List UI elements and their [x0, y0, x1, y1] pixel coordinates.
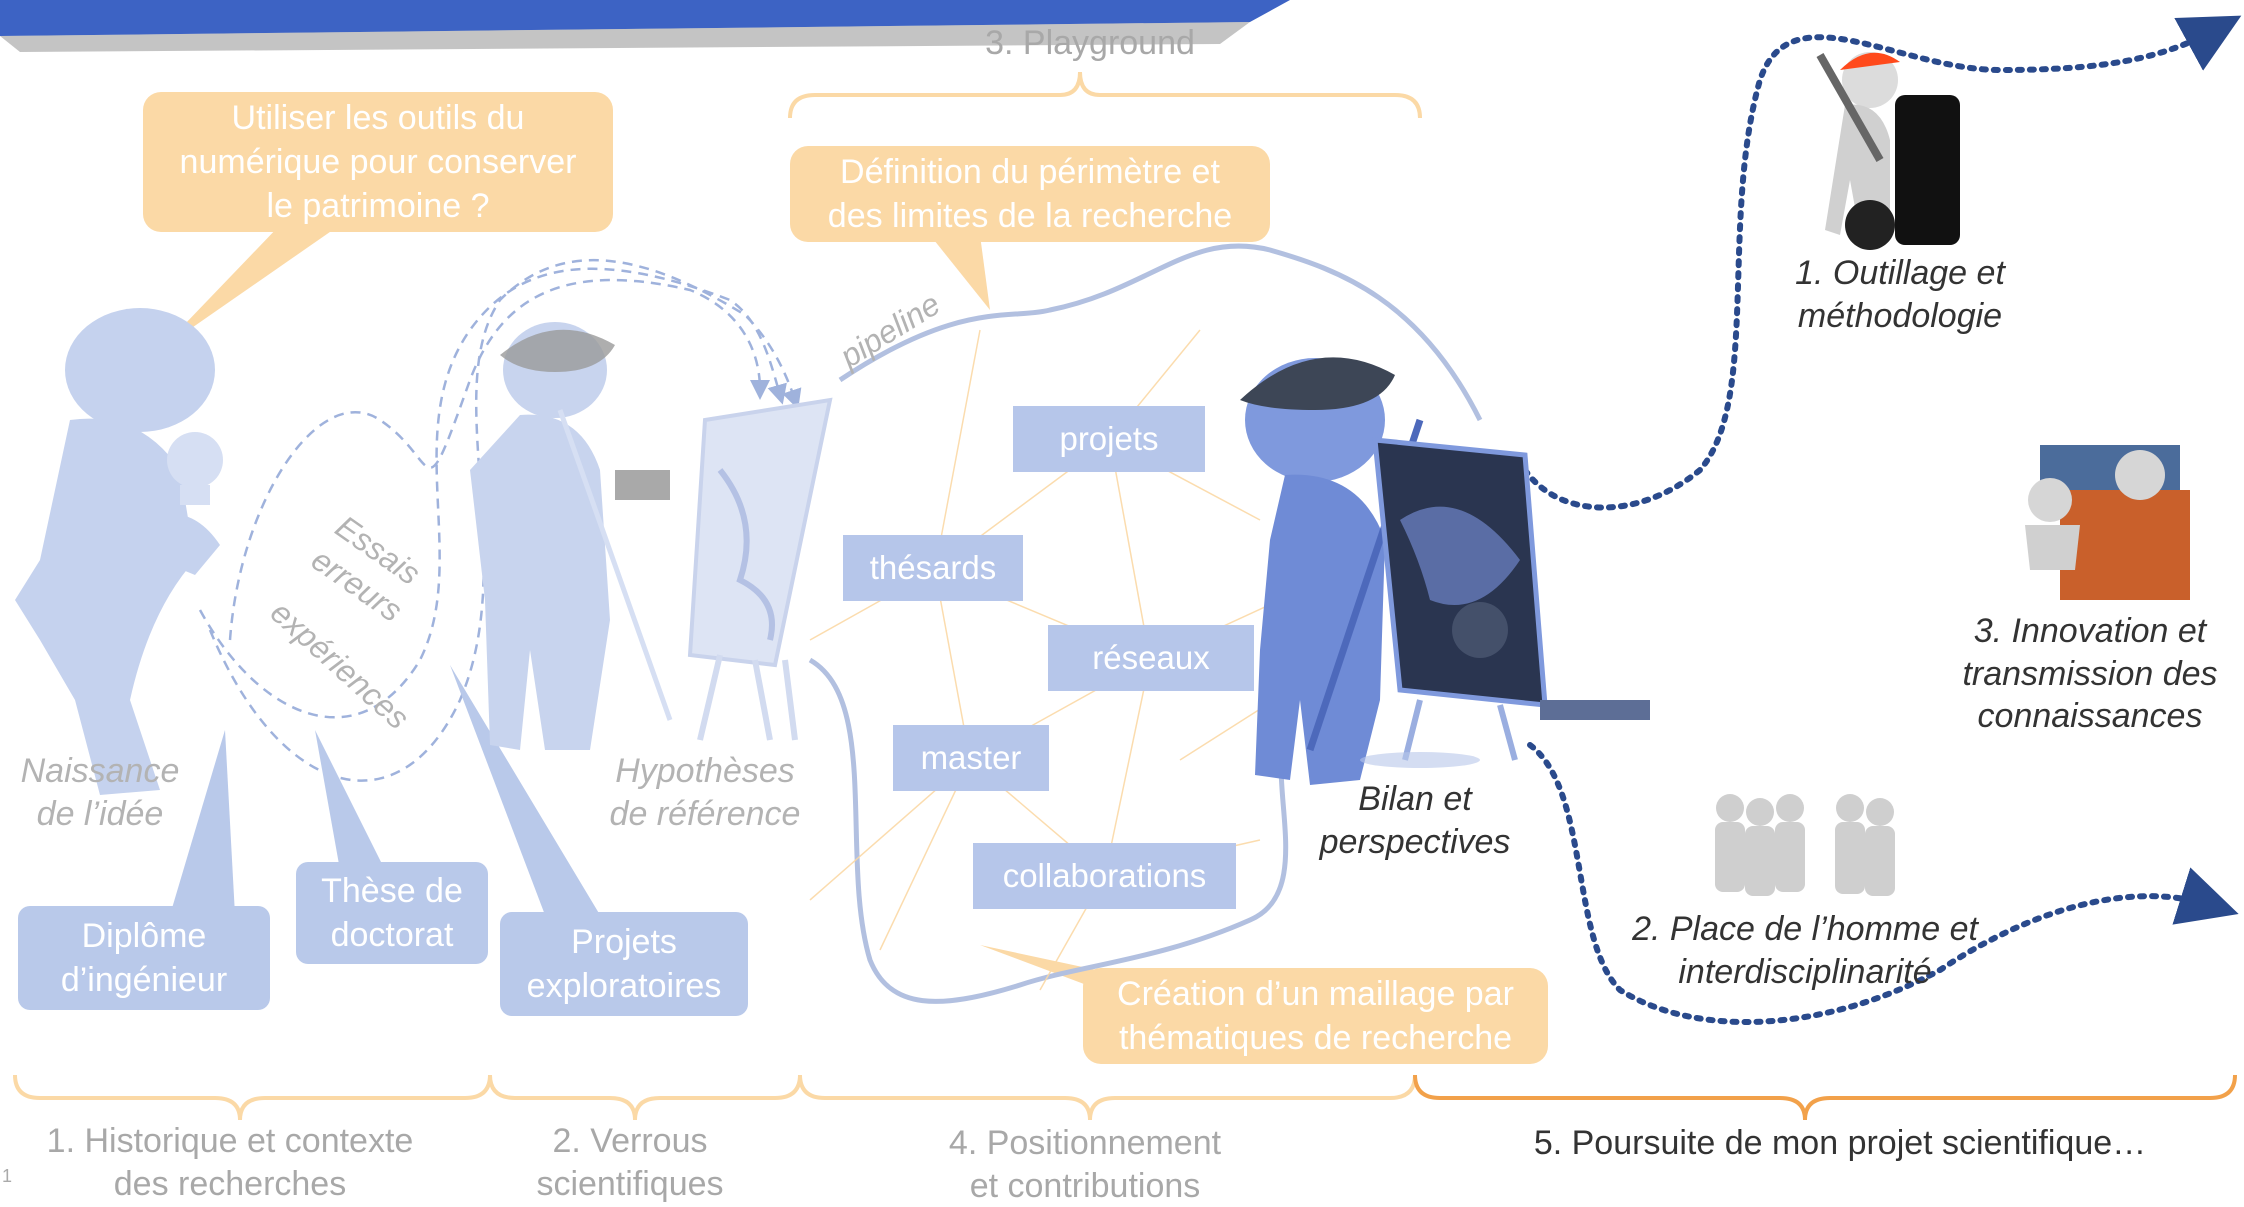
bubble-diplome: Diplôme d’ingénieur	[18, 906, 270, 1010]
figure-innovation-scene	[2025, 445, 2190, 600]
bubble-creation: Création d’un maillage par thématiques d…	[1083, 968, 1548, 1064]
figure-tools-person	[1816, 52, 1960, 250]
label-bilan: Bilan et perspectives	[1319, 780, 1511, 861]
node-thesards: thésards	[843, 535, 1023, 601]
section-verrous-label: 2. Verrous scientifiques	[536, 1122, 724, 1203]
section-positionnement-label: 4. Positionnement et contributions	[948, 1124, 1222, 1205]
label-naissance: Naissance de l’idée	[20, 752, 180, 833]
bottom-braces	[13, 1074, 2237, 1121]
label-place: 2. Place de l’homme et interdisciplinari…	[1632, 910, 1978, 991]
figure-painter-faded	[470, 322, 833, 750]
playground-brace	[788, 71, 1422, 119]
section-playground-label: 3. Playground	[985, 24, 1195, 62]
figure-idea-person	[15, 308, 223, 795]
section-historique-label: 1. Historique et contexte des recherches	[46, 1122, 414, 1203]
slide-number: 1	[1, 1166, 12, 1186]
section-poursuite-label: 5. Poursuite de mon projet scientifique…	[1533, 1124, 2147, 1162]
figure-painter-main	[1240, 357, 1650, 785]
figure-group-people	[1715, 794, 1895, 896]
bubble-definition: Définition du périmètre et des limites d…	[790, 146, 1270, 242]
future-dotted-arrows	[1522, 15, 2242, 1025]
dashed-experiment-paths	[198, 258, 802, 782]
pipeline-curve	[808, 243, 1483, 1004]
node-master: master	[893, 725, 1049, 791]
label-hypotheses: Hypothèses de référence	[609, 752, 801, 833]
bubble-these: Thèse de doctorat	[296, 862, 488, 964]
bubble-question: Utiliser les outils du numérique pour co…	[143, 92, 613, 232]
label-innovation: 3. Innovation et transmission des connai…	[1962, 612, 2218, 735]
label-outillage: 1. Outillage et méthodologie	[1795, 254, 2005, 335]
node-collaborations: collaborations	[973, 843, 1236, 909]
node-projets: projets	[1013, 406, 1205, 472]
node-reseaux: réseaux	[1048, 625, 1254, 691]
bubble-projets-exploratoires: Projets exploratoires	[500, 912, 748, 1016]
top-banner	[0, 0, 1290, 52]
